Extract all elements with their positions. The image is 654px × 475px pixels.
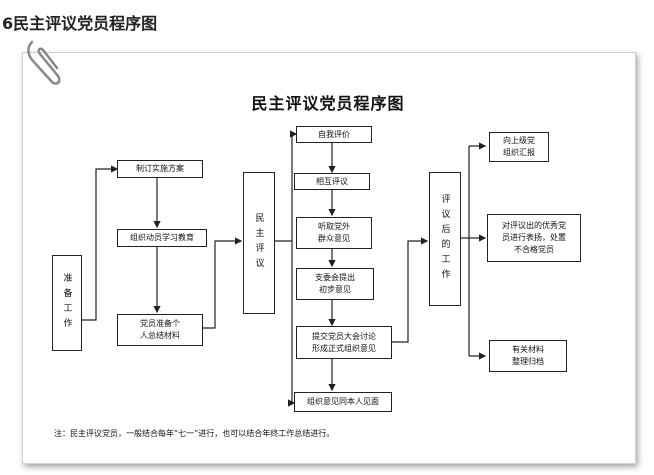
after-step-report: 向上级党 组织汇报 <box>489 132 549 162</box>
after-box: 评议后的工作 <box>429 172 461 306</box>
review-step-committee: 支委会提出 初步意见 <box>296 268 374 300</box>
prep-step-mobilize: 组织动员学习教育 <box>117 229 207 247</box>
review-step-feedback: 组织意见同本人见面 <box>294 392 392 412</box>
diagram-note: 注：民主评议党员，一般结合每年“七一”进行，也可以结合年终工作总结进行。 <box>54 429 335 438</box>
prep-step-summary: 党员准备个 人总结材料 <box>117 314 203 346</box>
paperclip-icon <box>27 40 61 85</box>
review-box: 民主评议 <box>243 172 275 314</box>
after-step-commend: 对评议出的优秀党 员进行表扬，处置 不合格党员 <box>487 214 581 262</box>
review-step-public: 听取党外 群众意见 <box>296 217 372 249</box>
after-step-archive: 有关材料 整理归档 <box>489 340 567 372</box>
prep-label: 准备工作 <box>61 273 72 333</box>
after-label: 评议后的工作 <box>439 194 450 284</box>
review-label: 民主评议 <box>253 213 264 273</box>
prep-box: 准备工作 <box>52 255 82 351</box>
review-step-mutual: 相互评议 <box>294 173 370 190</box>
section-heading: 6民主评议党员程序图 <box>2 14 158 33</box>
prep-step-plan: 制订实施方案 <box>117 160 203 178</box>
review-step-assembly: 提交党员大会讨论 形成正式组织意见 <box>296 326 392 359</box>
diagram-title: 民主评议党员程序图 <box>251 94 405 113</box>
review-step-self: 自我评价 <box>296 126 372 143</box>
